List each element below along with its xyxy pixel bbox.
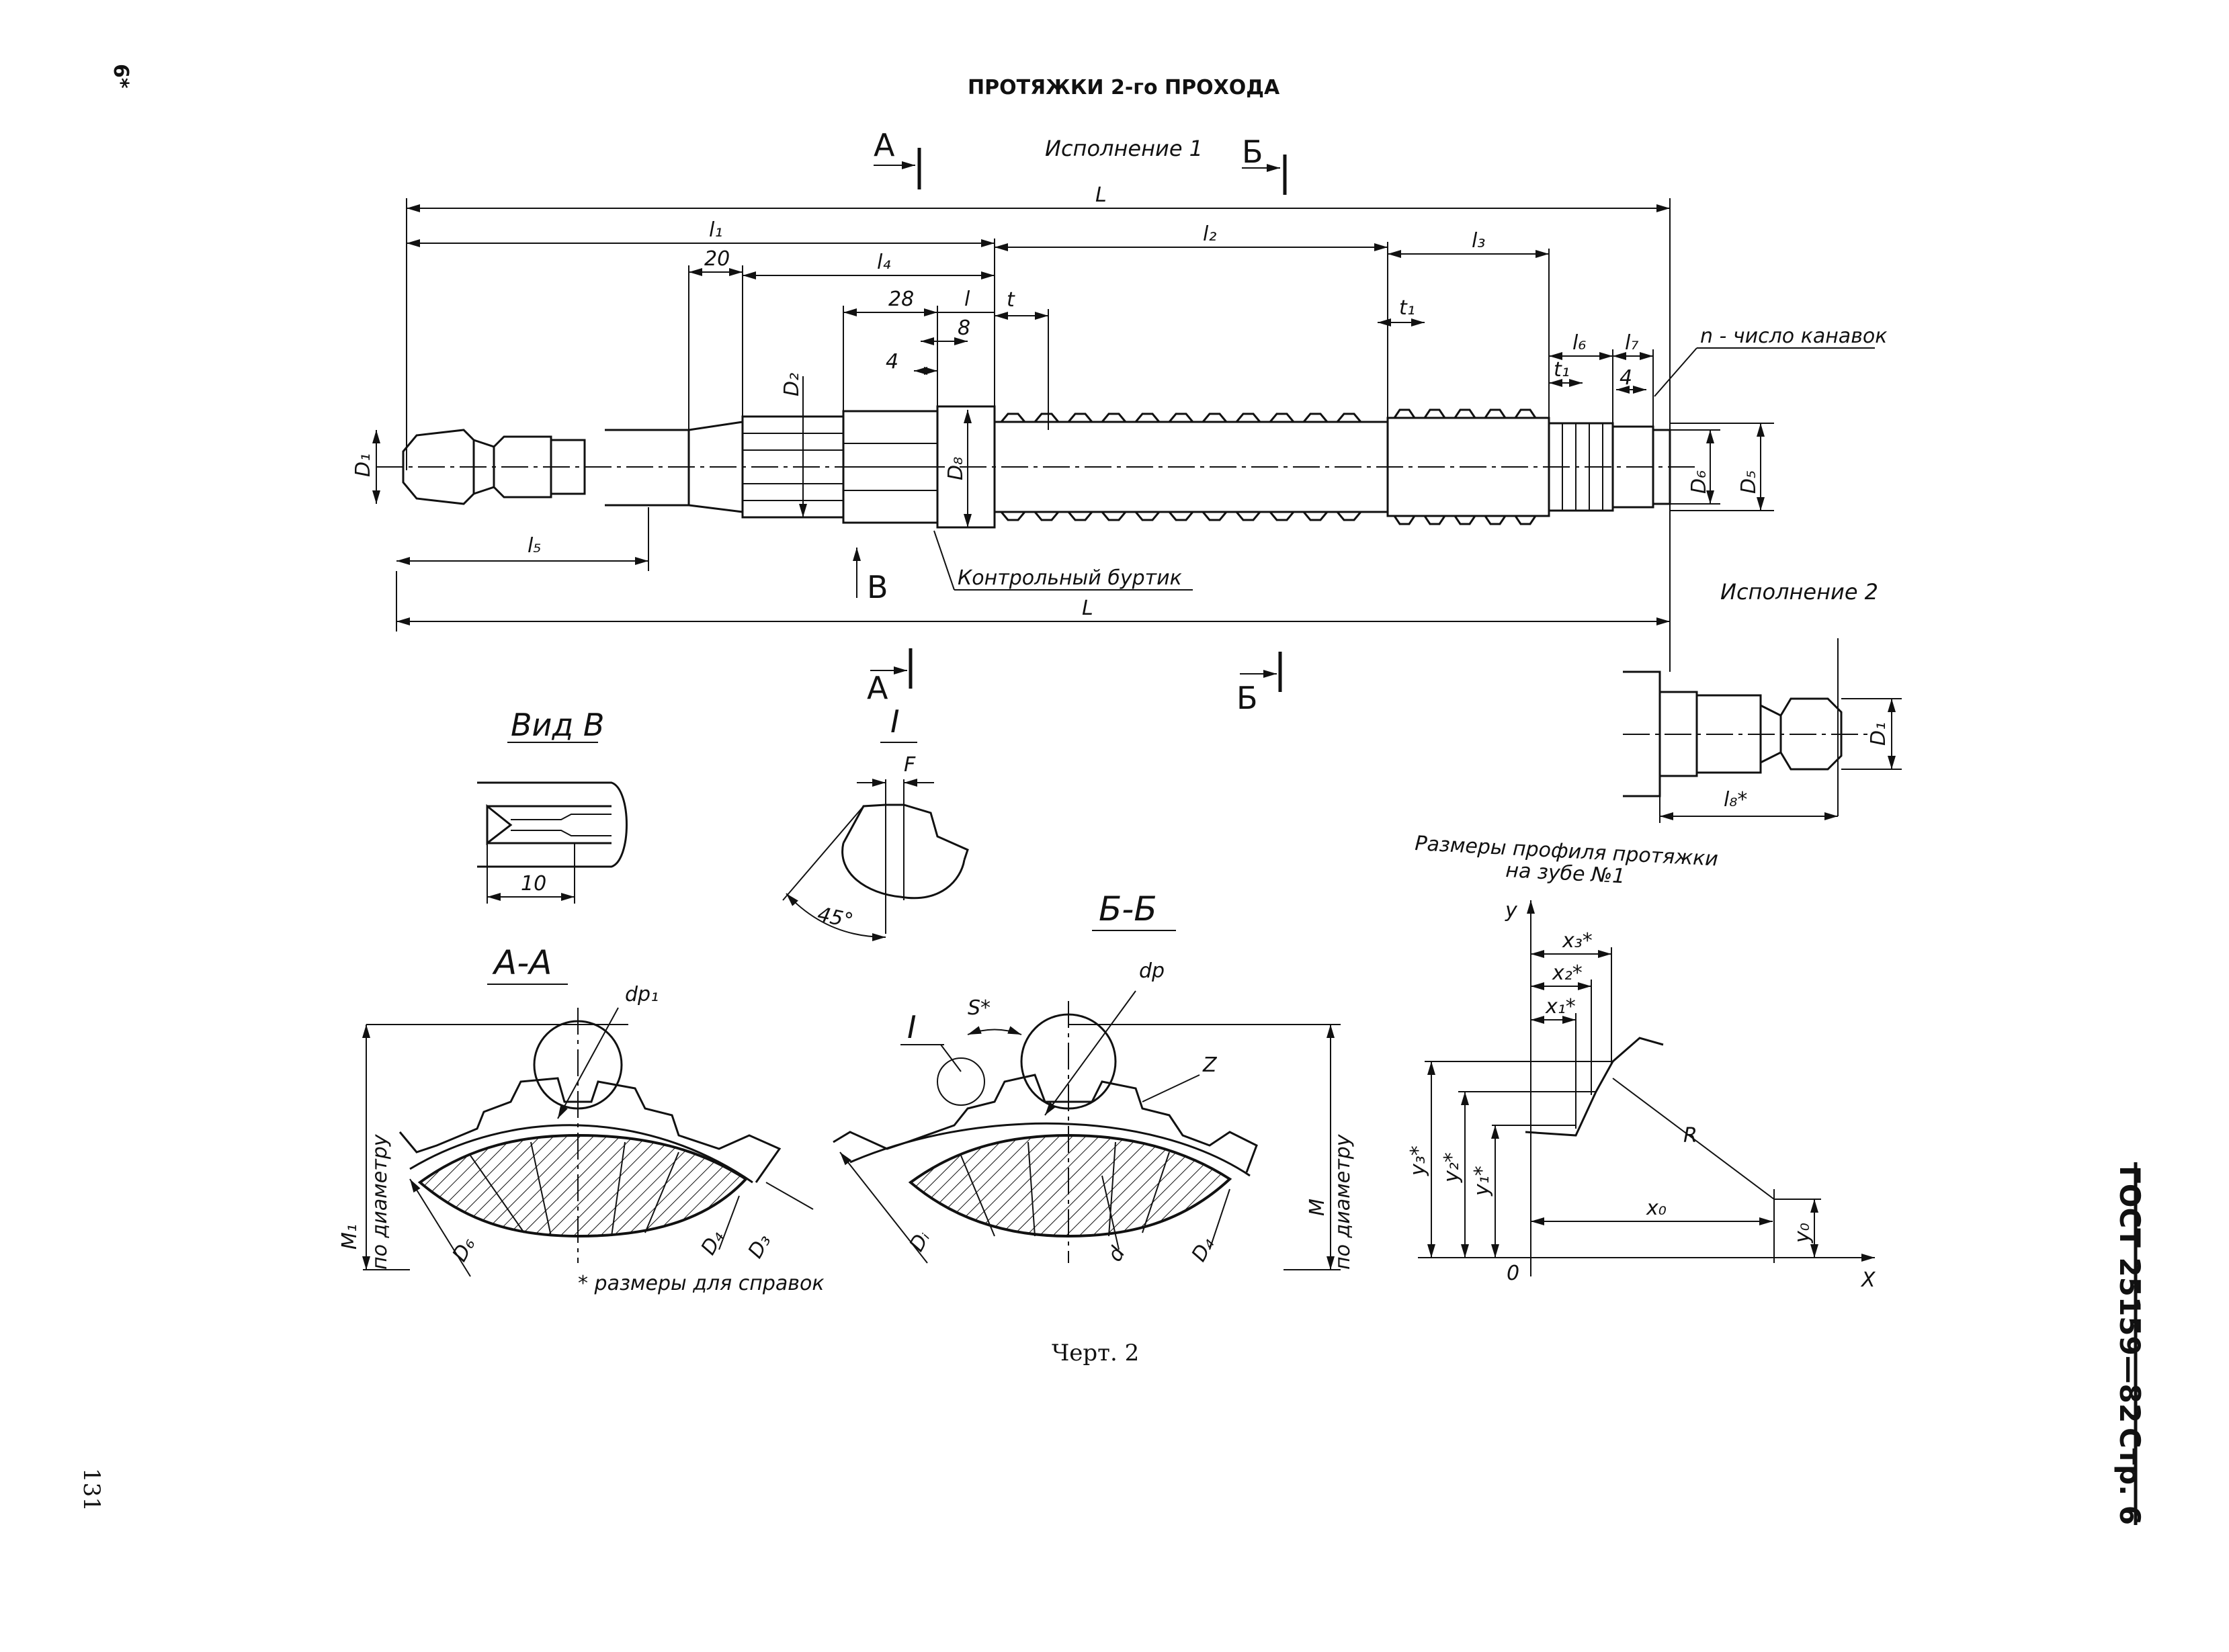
view-v-dim-10: 10: [521, 872, 546, 896]
detail-1-angle: 45°: [815, 903, 855, 933]
dim-l7: l₇: [1625, 331, 1638, 355]
section-bb-Z: Z: [1202, 1053, 1218, 1077]
dim-l5: l₅: [528, 534, 541, 558]
sheet-page: Стр. 6: [2113, 1428, 2146, 1525]
profile-x3: x₃*: [1562, 929, 1593, 953]
dim-L-bottom: L: [1082, 597, 1093, 620]
dim-D8: D₈: [944, 457, 968, 480]
dim-t: t: [1007, 288, 1015, 312]
detail-1: I F 45°: [782, 703, 969, 941]
profile-x0: x₀: [1646, 1197, 1667, 1220]
standard-number: ГОСТ 25159—82: [2113, 1166, 2146, 1423]
dim-D6: D₆: [1687, 470, 1711, 494]
section-aa-note: по диаметру: [368, 1133, 392, 1270]
variant-2-pull-end: [1779, 697, 1843, 771]
section-bb-hatched-core: [908, 1133, 1232, 1238]
dim-l6: l₆: [1572, 331, 1586, 355]
svg-text:А: А: [867, 670, 888, 706]
section-aa-title: А-А: [492, 943, 552, 982]
dim-D5: D₅: [1737, 470, 1761, 494]
dim-t1-mid: t₁: [1399, 296, 1415, 320]
cutting-teeth: [993, 408, 1550, 525]
view-v: Вид В 10: [477, 707, 628, 904]
dim-28: 28: [888, 288, 914, 311]
section-aa: А-А M₁ по диаметру dp₁ D₆ D₄ D₃ * размер…: [338, 943, 824, 1295]
section-bb-d: d: [1103, 1242, 1130, 1266]
section-mark-a-top: А: [874, 127, 921, 189]
section-bb-M: M: [1306, 1199, 1329, 1216]
main-broach-view: А Исполнение 1 Б L l₁ l₂ l₃ 20 l₄ 28 l t: [351, 127, 1887, 716]
section-bb-I: I: [907, 1009, 917, 1045]
grooves-note: n - число канавок: [1700, 324, 1887, 348]
dim-4-left: 4: [886, 350, 898, 374]
profile-y1: y₁*: [1470, 1166, 1494, 1197]
dim-D1: D₁: [351, 453, 375, 477]
section-bb-D4: D₄: [1187, 1233, 1220, 1266]
page-number: 131: [78, 1468, 105, 1512]
variant-2-view: Исполнение 2 D₁ l₈*: [1623, 579, 1902, 823]
profile-diagram: Размеры профиля протяжки на зубе №1 y X …: [1406, 832, 1876, 1292]
standard-stamp: ГОСТ 25159—82 Стр. 6: [2113, 1162, 2146, 1525]
detail-1-F: F: [904, 753, 916, 777]
profile-y2: y₂*: [1440, 1152, 1464, 1183]
variant-1-label: Исполнение 1: [1045, 136, 1203, 161]
dim-4-right: 4: [1620, 366, 1632, 390]
footnote: * размеры для справок: [578, 1272, 824, 1295]
dim-L-top: L: [1095, 183, 1107, 207]
dim-l2: l₂: [1203, 222, 1216, 246]
dim-l3: l₃: [1472, 229, 1485, 253]
section-bb-Di: Dᵢ: [905, 1227, 935, 1256]
dim-l4: l₄: [877, 251, 890, 274]
profile-y0: y₀: [1791, 1223, 1814, 1244]
page-mark: 6*: [109, 64, 132, 89]
dim-8: 8: [958, 316, 970, 340]
view-v-title: Вид В: [511, 707, 604, 743]
dim-D1-variant-2: D₁: [1867, 722, 1890, 746]
profile-x2: x₂*: [1552, 961, 1583, 985]
dim-20: 20: [704, 247, 730, 271]
detail-1-title: I: [890, 703, 900, 740]
section-bb-note: по диаметру: [1331, 1133, 1355, 1270]
profile-curve: [1525, 1037, 1664, 1137]
sheet-title: ПРОТЯЖКИ 2-го ПРОХОДА: [968, 76, 1280, 99]
drawing-caption: Черт. 2: [1052, 1340, 1139, 1366]
section-bb-dp: dp: [1139, 959, 1165, 983]
section-aa-dp1: dp₁: [625, 983, 659, 1006]
svg-text:В: В: [867, 569, 888, 605]
profile-y3: y₃*: [1406, 1145, 1430, 1176]
profile-origin: 0: [1507, 1262, 1519, 1285]
section-aa-hatched-core: [417, 1133, 749, 1238]
profile-x-label: X: [1860, 1268, 1876, 1292]
svg-text:Б: Б: [1236, 680, 1258, 716]
section-aa-D4: D₄: [697, 1227, 729, 1259]
section-bb-title: Б-Б: [1099, 889, 1157, 928]
dim-l1: l₁: [709, 218, 722, 242]
dim-t1-right: t₁: [1554, 358, 1570, 382]
section-aa-D3: D₃: [744, 1230, 776, 1262]
section-mark-a-bottom: А: [867, 648, 913, 706]
profile-x1: x₁*: [1545, 995, 1576, 1018]
section-bb: Б-Б M по диаметру dp S* I Z Dᵢ d D₄: [833, 889, 1355, 1270]
svg-text:Б: Б: [1242, 134, 1263, 170]
section-aa-D6: D₆: [448, 1233, 480, 1266]
view-b-arrow: В: [853, 548, 888, 605]
section-bb-S: S*: [968, 996, 991, 1020]
variant-2-label: Исполнение 2: [1720, 579, 1878, 605]
dim-l: l: [964, 288, 970, 311]
profile-R: R: [1683, 1124, 1697, 1147]
profile-y-label: y: [1505, 899, 1518, 922]
dim-l8: l₈*: [1724, 788, 1747, 812]
section-mark-b-top: Б: [1242, 134, 1287, 195]
section-aa-M1: M₁: [338, 1224, 362, 1250]
control-collar-label: Контрольный буртик: [958, 566, 1182, 590]
section-mark-b-bottom: Б: [1236, 652, 1282, 716]
dim-D2: D₂: [780, 373, 804, 396]
section-bb-detail-circle: [937, 1057, 985, 1106]
svg-text:А: А: [874, 127, 895, 163]
